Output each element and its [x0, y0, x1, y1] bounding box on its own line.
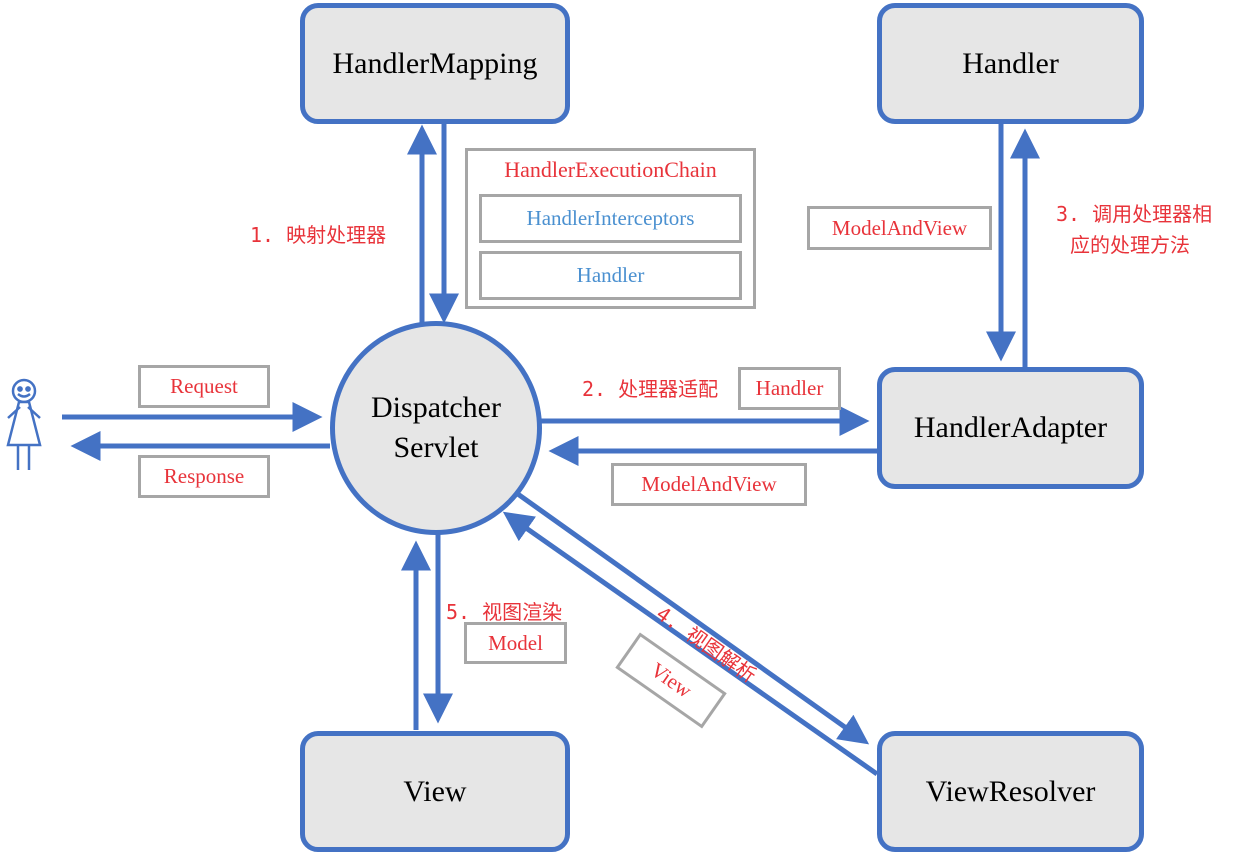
step-3-line1: 3. 调用处理器相	[1056, 202, 1213, 226]
view-resolver-box: ViewResolver	[877, 731, 1144, 852]
handler-adapter-title: HandlerAdapter	[913, 411, 1108, 444]
handler-execution-chain-title: HandlerExecutionChain	[504, 157, 717, 182]
step-1-label: 1. 映射处理器	[250, 223, 387, 247]
dispatcher-servlet-title: Dispatcher Servlet	[371, 388, 501, 468]
handler-title: Handler	[962, 46, 1059, 80]
view-title: View	[403, 774, 467, 808]
step-3-label: 3. 调用处理器相 应的处理方法	[1056, 199, 1212, 261]
adapter-model-and-view-label: ModelAndView	[611, 463, 807, 506]
user-icon	[6, 378, 42, 470]
adapter-handler-label: Handler	[738, 367, 841, 410]
model-label: Model	[464, 622, 567, 664]
request-label: Request	[138, 365, 270, 408]
step-3-line2: 应的处理方法	[1070, 233, 1190, 257]
handler-adapter-box: HandlerAdapter	[877, 367, 1144, 489]
arrow-viewresolver-to-dispatcher	[502, 511, 879, 777]
dispatcher-title-line2: Servlet	[393, 431, 479, 464]
handler-mapping-box: HandlerMapping	[300, 3, 570, 124]
dispatcher-title-line1: Dispatcher	[371, 391, 501, 424]
chain-interceptors-label: HandlerInterceptors	[479, 194, 742, 243]
step-5-label: 5. 视图渲染	[446, 600, 563, 624]
handler-box: Handler	[877, 3, 1144, 124]
step-2-label: 2. 处理器适配	[582, 377, 719, 401]
response-label: Response	[138, 455, 270, 498]
handler-model-and-view-label: ModelAndView	[807, 206, 992, 250]
dispatcher-servlet-circle: Dispatcher Servlet	[330, 321, 542, 535]
view-resolver-title: ViewResolver	[925, 774, 1096, 808]
chain-handler-label: Handler	[479, 251, 742, 300]
arrow-dispatcher-to-viewresolver	[513, 489, 870, 745]
handler-mapping-title: HandlerMapping	[332, 46, 538, 80]
view-box: View	[300, 731, 570, 852]
